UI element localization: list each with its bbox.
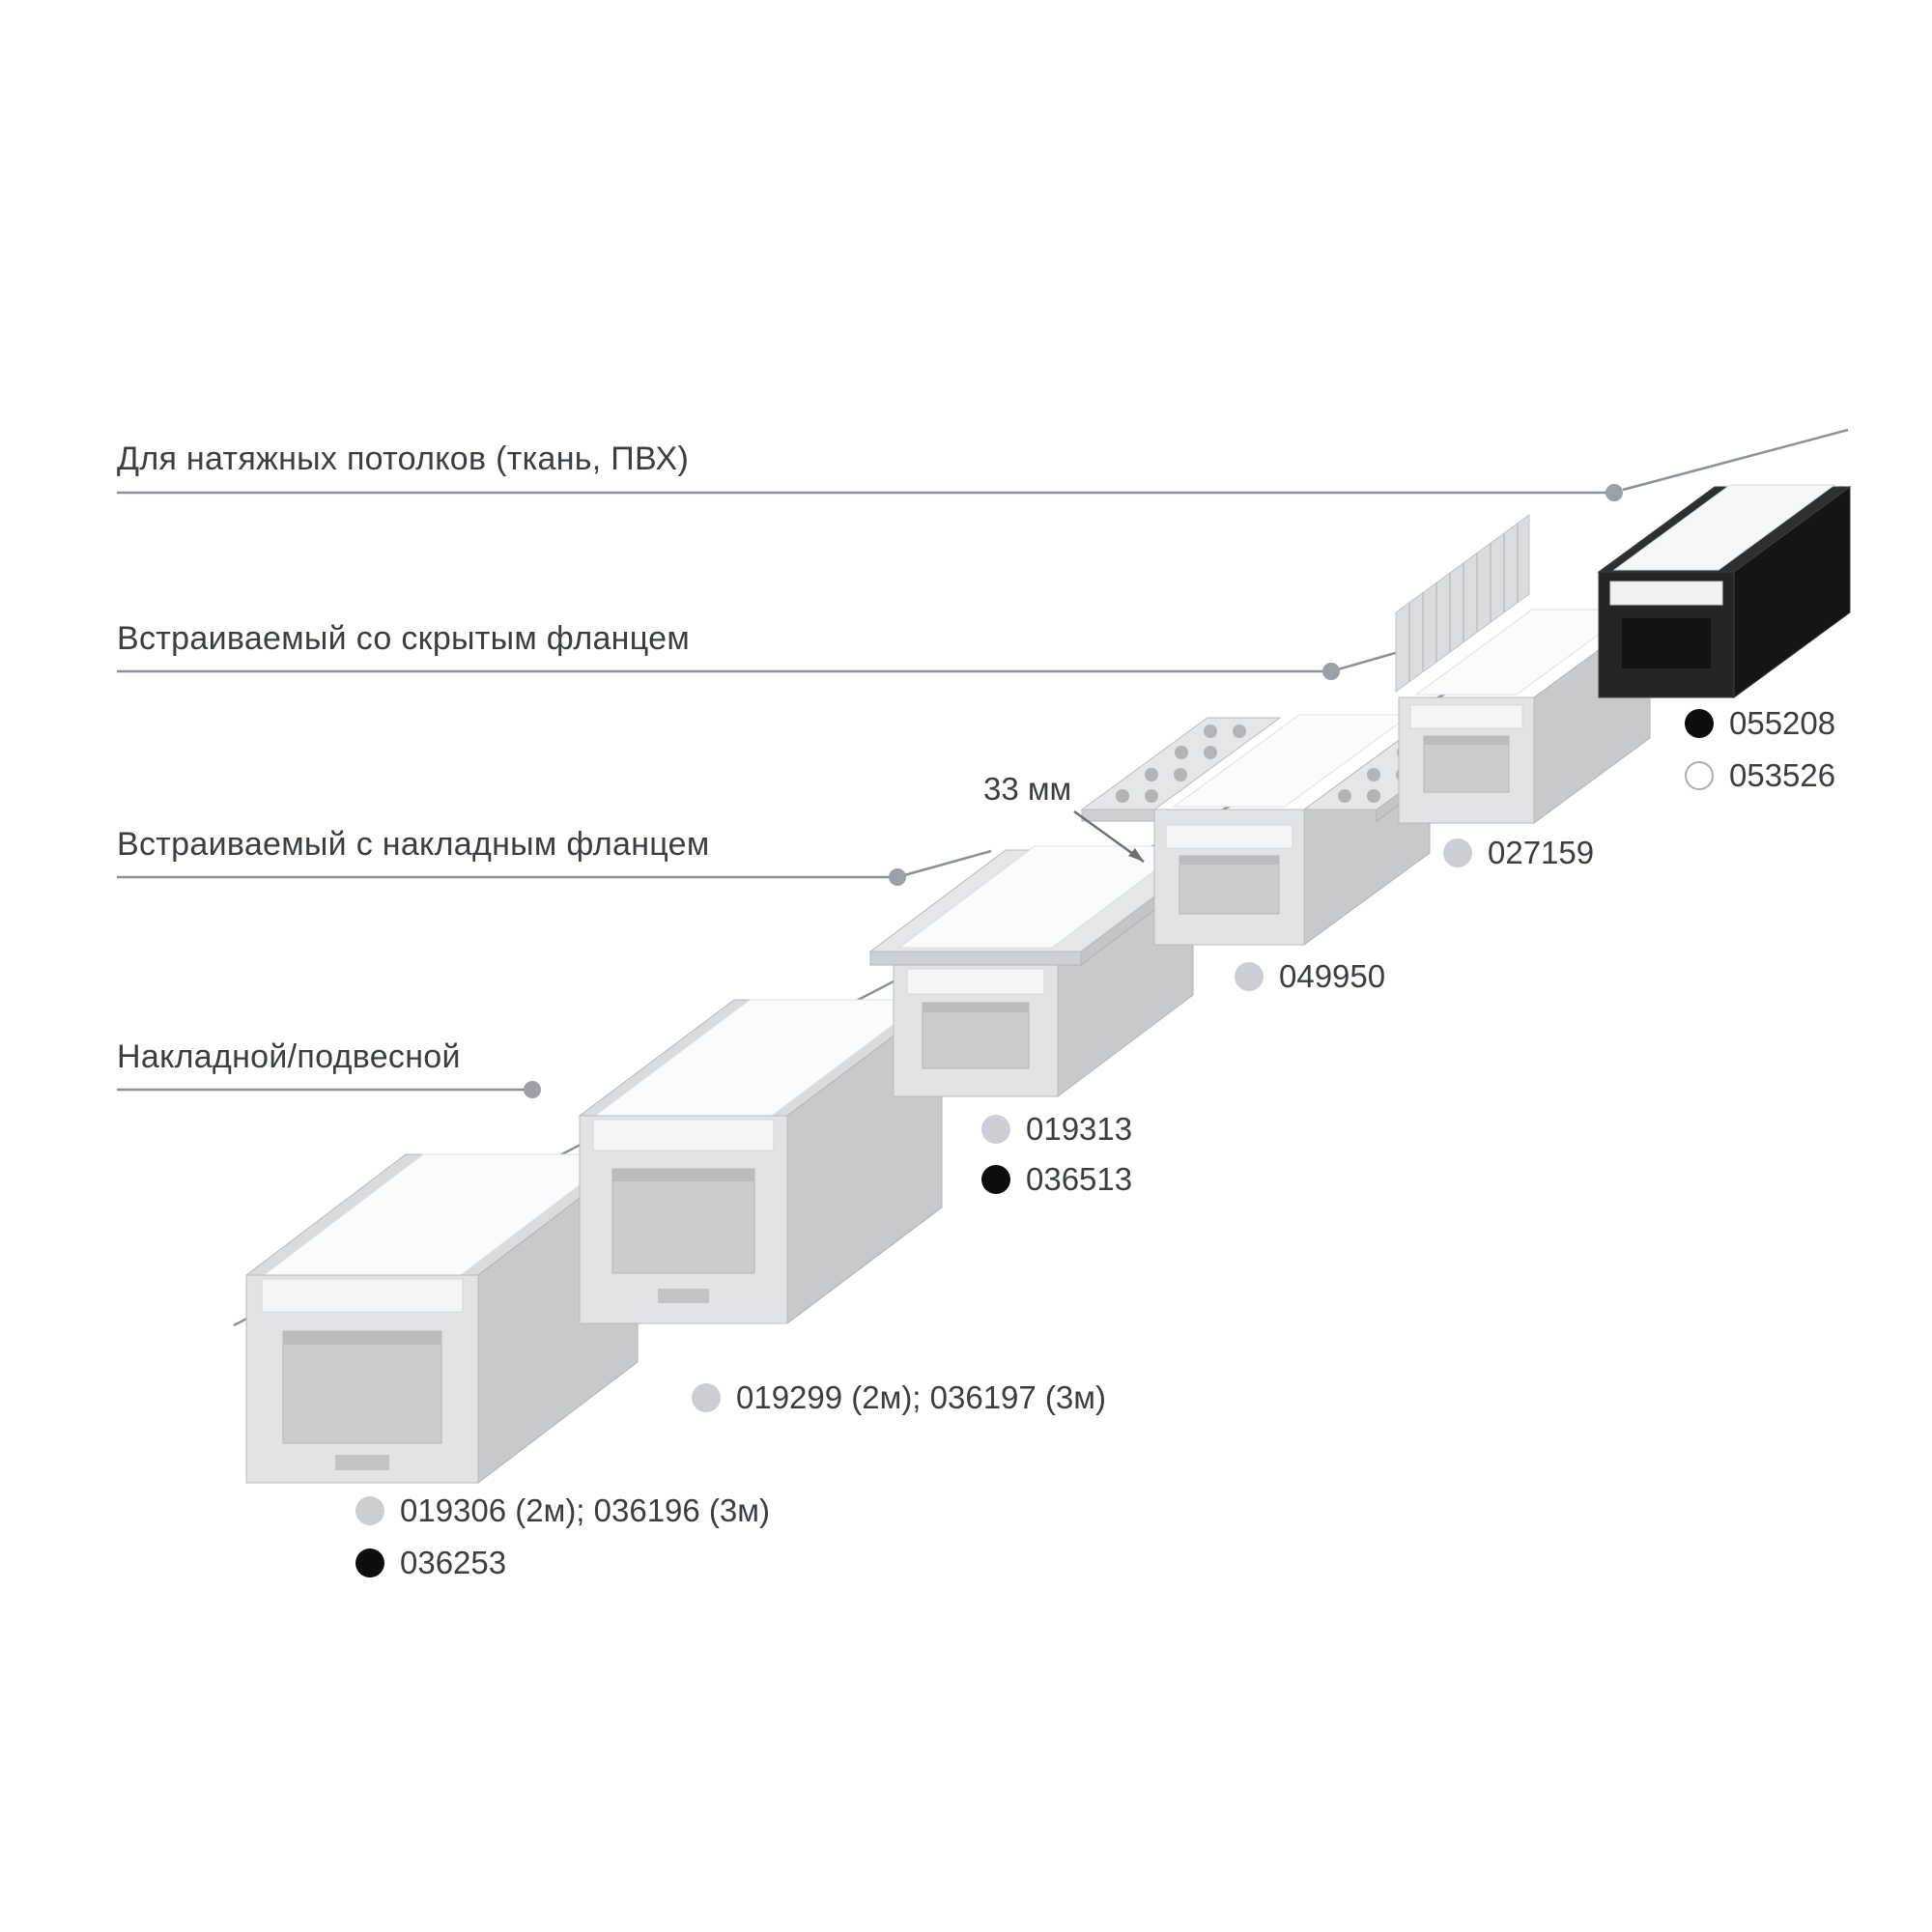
profile3-flange-front-edge [869,951,1082,966]
dimension-arrow-33mm [1073,810,1145,864]
profile6-diffuser [1612,484,1836,571]
category-endpoint-dots [524,484,1623,1098]
profile1-channel [282,1330,442,1444]
profile6-front-diffuser-band [1609,581,1723,606]
stretch-ceiling-plane-line [1622,428,1849,492]
profile5-channel-shade [1424,736,1509,745]
product-code-row: 053526 [1685,757,1835,794]
endpoint-dot-hidden-flange [1322,663,1340,680]
profile5-fin-corrugation [1408,524,1519,682]
category-label-stretch-ceiling: Для натяжных потолков (ткань, ПВХ) [117,440,690,477]
profile2-channel-shade [612,1169,754,1181]
product-code: 053526 [1729,757,1836,793]
profile-surface-large [244,1152,639,1485]
product-code-row: 019299 (2м); 036197 (3м) [692,1379,1106,1416]
product-code: 049950 [1279,958,1386,994]
profile6-channel [1622,618,1711,668]
product-code-row: 049950 [1235,958,1385,995]
product-code: 055208 [1729,705,1836,741]
white-color-dot [1685,761,1714,790]
gray-color-dot [1235,962,1264,991]
product-code: 019313 [1026,1111,1133,1147]
profile-surface-medium [578,999,944,1324]
profile5-channel [1423,735,1510,793]
black-color-dot [1685,709,1714,738]
category-label-recessed-surface-flange: Встраиваемый с накладным фланцем [117,826,710,863]
product-code-row: 019313 [981,1111,1132,1148]
product-code: 027159 [1488,835,1595,870]
product-code-row: 036253 [355,1545,506,1581]
product-code: 019306 (2м); 036196 (3м) [400,1492,770,1528]
profile4-left-flange [1080,717,1282,810]
profile-stretch-ceiling [1597,484,1852,698]
product-code-row: 027159 [1443,835,1594,871]
category-label-recessed-hidden-flange: Встраиваемый со скрытым фланцем [117,620,691,657]
profile1-bottom-slot [335,1455,389,1470]
profile4-front-diffuser-band [1165,824,1293,849]
profile3-channel [922,1002,1030,1069]
profile2-bottom-slot [658,1289,709,1303]
endpoint-dot-stretch-ceiling [1605,484,1623,501]
black-color-dot [355,1548,384,1577]
profile3-front-diffuser-band [906,968,1045,995]
black-color-dot [981,1165,1010,1194]
category-underlines [117,491,1606,1092]
profile2-channel [611,1168,755,1274]
gray-color-dot [692,1383,721,1412]
product-code-row: 036513 [981,1161,1132,1198]
gray-color-dot [981,1115,1010,1144]
endpoint-dot-surface-flange [889,868,906,886]
profile4-channel-shade [1179,856,1279,865]
profile3-channel-shade [923,1003,1029,1012]
product-code: 036513 [1026,1161,1133,1197]
profile5-front-diffuser-band [1409,704,1523,729]
gray-color-dot [355,1496,384,1525]
product-code: 036253 [400,1545,507,1580]
profile4-channel [1179,855,1280,915]
product-code-row: 019306 (2м); 036196 (3м) [355,1492,770,1529]
profile4-left-flange-edge [1081,809,1155,822]
profile1-channel-shade [283,1331,441,1345]
stretch-ceiling-plane [1622,428,1849,492]
endpoint-dot-surface-suspended [524,1081,541,1098]
connector-surface-flange-line [896,849,992,879]
gray-color-dot [1443,838,1472,867]
product-code-row: 055208 [1685,705,1835,742]
profile1-front-diffuser-band [261,1278,464,1313]
category-label-surface-suspended: Накладной/подвесной [117,1038,461,1075]
profile2-front-diffuser-band [592,1119,775,1151]
dimension-label-33mm: 33 мм [983,771,1072,807]
product-code: 019299 (2м); 036197 (3м) [736,1379,1106,1415]
